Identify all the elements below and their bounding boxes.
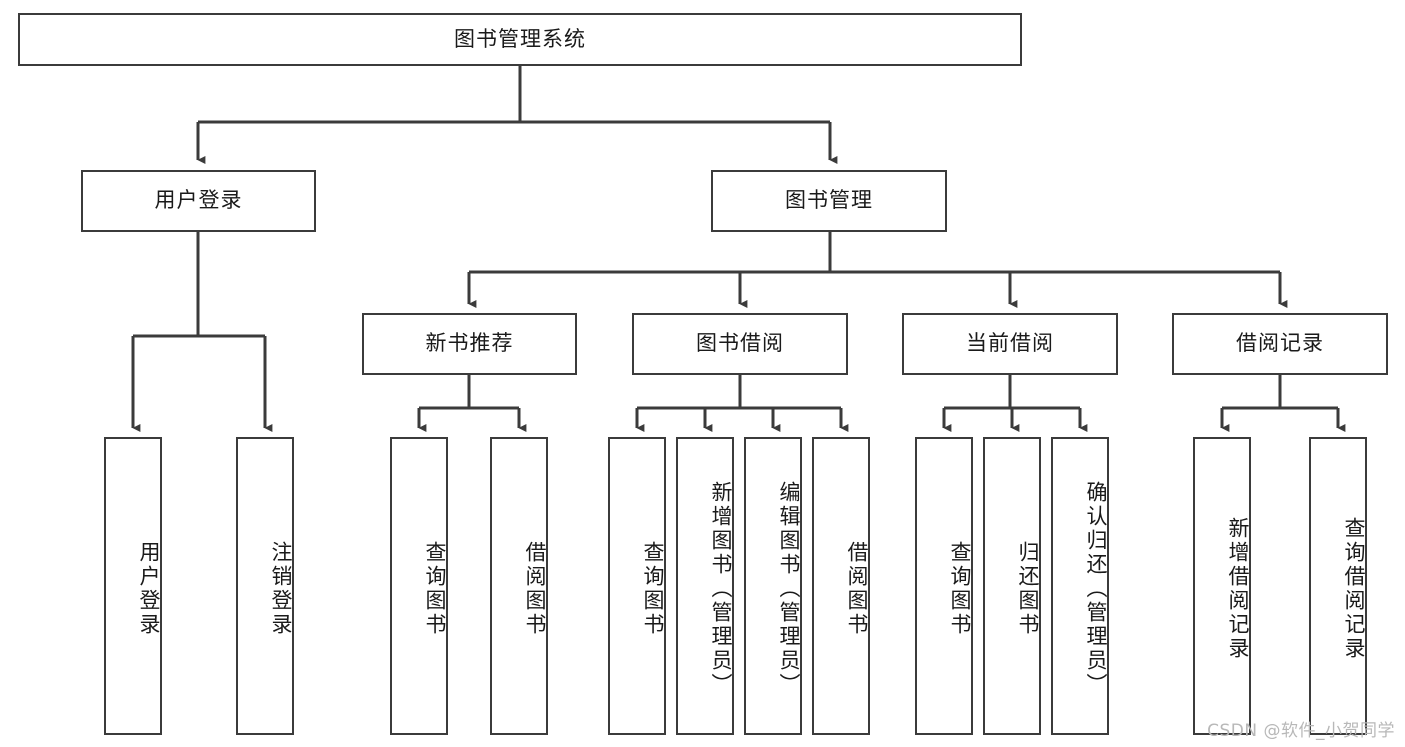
leaf-add-record-label: 新增借阅记录 <box>1226 517 1250 661</box>
leaf-query-book-3[interactable]: 查询图书 <box>915 437 973 735</box>
leaf-query-book-1-label: 查询图书 <box>423 541 447 637</box>
node-root[interactable]: 图书管理系统 <box>18 13 1022 66</box>
node-user-login-label: 用户登录 <box>154 188 243 213</box>
node-new-book-recommend-label: 新书推荐 <box>425 331 514 356</box>
node-borrow-record-label: 借阅记录 <box>1236 331 1324 356</box>
leaf-borrow-book-1[interactable]: 借阅图书 <box>490 437 548 735</box>
leaf-borrow-book-2[interactable]: 借阅图书 <box>812 437 870 735</box>
node-book-borrow[interactable]: 图书借阅 <box>632 313 848 375</box>
leaf-add-book[interactable]: 新增图书（管理员） <box>676 437 734 735</box>
leaf-query-book-3-label: 查询图书 <box>948 541 972 637</box>
node-user-login[interactable]: 用户登录 <box>81 170 316 232</box>
leaf-edit-book[interactable]: 编辑图书（管理员） <box>744 437 802 735</box>
leaf-return-book-label: 归还图书 <box>1016 541 1040 637</box>
node-borrow-record[interactable]: 借阅记录 <box>1172 313 1388 375</box>
node-root-label: 图书管理系统 <box>454 26 586 51</box>
leaf-logout-login[interactable]: 注销登录 <box>236 437 294 735</box>
leaf-query-record-label: 查询借阅记录 <box>1342 517 1366 661</box>
leaf-query-book-2-label: 查询图书 <box>641 541 665 637</box>
node-book-borrow-label: 图书借阅 <box>696 331 784 356</box>
leaf-add-record[interactable]: 新增借阅记录 <box>1193 437 1251 735</box>
leaf-edit-book-label: 编辑图书（管理员） <box>777 481 801 697</box>
leaf-confirm-return[interactable]: 确认归还（管理员） <box>1051 437 1109 735</box>
leaf-query-book-1[interactable]: 查询图书 <box>390 437 448 735</box>
leaf-confirm-return-label: 确认归还（管理员） <box>1084 481 1108 697</box>
node-new-book-recommend[interactable]: 新书推荐 <box>362 313 577 375</box>
leaf-query-record[interactable]: 查询借阅记录 <box>1309 437 1367 735</box>
node-current-borrow[interactable]: 当前借阅 <box>902 313 1118 375</box>
leaf-user-login[interactable]: 用户登录 <box>104 437 162 735</box>
node-current-borrow-label: 当前借阅 <box>966 331 1054 356</box>
watermark-text: CSDN @软件_小贺同学 <box>1207 721 1395 741</box>
leaf-logout-login-label: 注销登录 <box>269 541 293 637</box>
leaf-query-book-2[interactable]: 查询图书 <box>608 437 666 735</box>
leaf-return-book[interactable]: 归还图书 <box>983 437 1041 735</box>
leaf-user-login-label: 用户登录 <box>137 541 161 637</box>
node-book-manage[interactable]: 图书管理 <box>711 170 947 232</box>
node-book-manage-label: 图书管理 <box>785 188 873 213</box>
leaf-borrow-book-1-label: 借阅图书 <box>523 541 547 637</box>
leaf-borrow-book-2-label: 借阅图书 <box>845 541 869 637</box>
leaf-add-book-label: 新增图书（管理员） <box>709 481 733 697</box>
